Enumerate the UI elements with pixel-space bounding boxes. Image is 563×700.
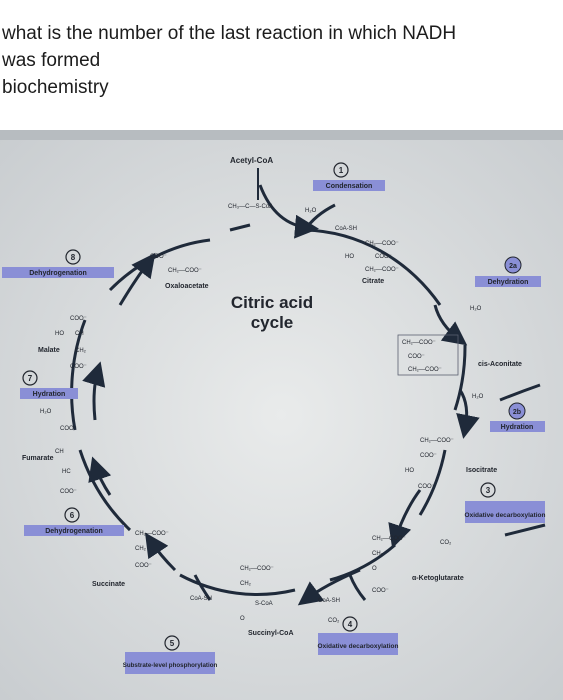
isocitrate-coo: COO⁻ bbox=[420, 453, 437, 459]
isocitrate-coo-bottom: COO⁻ bbox=[418, 484, 435, 490]
oxaloacetate-label: Oxaloacetate bbox=[165, 283, 209, 290]
question-line-1: what is the number of the last reaction … bbox=[2, 23, 457, 44]
ketoglutarate-label: α-Ketoglutarate bbox=[412, 575, 464, 582]
ketoglutarate-coo: COO⁻ bbox=[372, 588, 389, 594]
citrate-coo: COO⁻ bbox=[375, 254, 392, 260]
malate-ch2: CH₂ bbox=[75, 348, 87, 354]
citric-acid-cycle-diagram: Citric acid cycle Acetyl-CoA CH₃—C—S-CoA… bbox=[0, 130, 563, 700]
succinate-ch2: CH₂ bbox=[135, 546, 147, 552]
question-line-3: biochemistry bbox=[2, 77, 109, 98]
question-text: what is the number of the last reaction … bbox=[2, 20, 557, 101]
malate-label: Malate bbox=[38, 347, 60, 354]
malate-ch: CH bbox=[75, 331, 84, 337]
oxaloacetate-o-coo: COO⁻ bbox=[150, 254, 167, 260]
malate-coo-bottom: COO⁻ bbox=[70, 364, 87, 370]
succinyl-o: O bbox=[240, 616, 245, 622]
step-3: 3 Oxidative decarboxylation bbox=[465, 482, 546, 523]
isocitrate-ch2coo: CH₂—COO⁻ bbox=[420, 438, 454, 444]
ketoglutarate-o: O bbox=[372, 566, 377, 572]
malate-ho: HO bbox=[55, 331, 64, 337]
step-2b-name: Hydration bbox=[501, 424, 534, 431]
coa-sh-step1: CoA-SH bbox=[335, 226, 357, 232]
step-8-number: 8 bbox=[71, 253, 76, 262]
h2o-step2b: H₂O bbox=[472, 394, 484, 400]
step-1: 1 Condensation bbox=[313, 162, 385, 191]
h2o-step2a: H₂O bbox=[470, 306, 482, 312]
ketoglutarate-ch2coo: CH₂—COO⁻ bbox=[372, 536, 406, 542]
oxaloacetate-ch2coo: CH₂—COO⁻ bbox=[168, 268, 202, 274]
aconitate-ch-coo: CH₂—COO⁻ bbox=[402, 340, 436, 346]
step-2a-number: 2a bbox=[509, 263, 517, 270]
step-3-number: 3 bbox=[486, 486, 491, 495]
center-title-line-1: Citric acid bbox=[231, 293, 313, 312]
fumarate-coo-bottom: COO⁻ bbox=[60, 489, 77, 495]
isocitrate-ho: HO bbox=[405, 468, 414, 474]
step-4: 4 Oxidative decarboxylation bbox=[318, 616, 399, 655]
coa-sh-step4: CoA-SH bbox=[318, 598, 340, 604]
succinyl-coa-label: Succinyl-CoA bbox=[248, 630, 294, 637]
co2-step3: CO₂ bbox=[440, 540, 452, 546]
citrate-ch2coo-bottom: CH₂—COO⁻ bbox=[365, 267, 399, 273]
step-5: 5 Substrate-level phosphorylation bbox=[123, 635, 218, 674]
step-6-number: 6 bbox=[70, 511, 75, 520]
step-7: 7 Hydration bbox=[20, 370, 78, 399]
step-7-number: 7 bbox=[28, 374, 33, 383]
isocitrate-label: Isocitrate bbox=[466, 467, 497, 474]
step-2a-name: Dehydration bbox=[488, 279, 529, 286]
h2o-step1: H₂O bbox=[305, 208, 317, 214]
fumarate-coo-top: COO⁻ bbox=[60, 426, 77, 432]
step-3-name: Oxidative decarboxylation bbox=[465, 512, 546, 519]
step-2a: 2a Dehydration bbox=[475, 256, 541, 287]
aconitate-coo-1: COO⁻ bbox=[408, 354, 425, 360]
succinyl-s-coa: S-CoA bbox=[255, 601, 273, 607]
succinyl-ch2: CH₂ bbox=[240, 581, 252, 587]
acetyl-coa-formula: CH₃—C—S-CoA bbox=[228, 204, 273, 210]
citrate-ho: HO bbox=[345, 254, 354, 260]
h2o-step7: H₂O bbox=[40, 409, 52, 415]
succinate-label: Succinate bbox=[92, 581, 125, 588]
succinate-ch2coo: CH₂—COO⁻ bbox=[135, 531, 169, 537]
succinyl-ch2coo: CH₂—COO⁻ bbox=[240, 566, 274, 572]
step-1-name: Condensation bbox=[326, 183, 373, 190]
step-1-number: 1 bbox=[339, 166, 344, 175]
malate-coo-top: COO⁻ bbox=[70, 316, 87, 322]
aconitate-coo-2: CH₂—COO⁻ bbox=[408, 367, 442, 373]
step-6: 6 Dehydrogenation bbox=[24, 507, 124, 536]
step-6-name: Dehydrogenation bbox=[45, 528, 103, 535]
ketoglutarate-ch2: CH₂ bbox=[372, 551, 384, 557]
cis-aconitate-label: cis-Aconitate bbox=[478, 361, 522, 368]
step-5-number: 5 bbox=[170, 639, 175, 648]
step-4-name: Oxidative decarboxylation bbox=[318, 643, 399, 650]
step-2b: 2b Hydration bbox=[490, 402, 545, 432]
step-8-name: Dehydrogenation bbox=[29, 270, 87, 277]
succinate-coo: COO⁻ bbox=[135, 563, 152, 569]
question-line-2: was formed bbox=[2, 50, 101, 71]
fumarate-hc: HC bbox=[62, 469, 71, 475]
step-8: 8 Dehydrogenation bbox=[2, 249, 114, 278]
citrate-ch2coo-top: CH₂—COO⁻ bbox=[365, 241, 399, 247]
center-title-line-2: cycle bbox=[251, 313, 294, 332]
step-2b-number: 2b bbox=[513, 409, 521, 416]
acetyl-coa-label: Acetyl-CoA bbox=[230, 156, 273, 165]
citrate-label: Citrate bbox=[362, 278, 384, 285]
step-5-name: Substrate-level phosphorylation bbox=[123, 662, 218, 669]
step-7-name: Hydration bbox=[33, 391, 66, 398]
fumarate-label: Fumarate bbox=[22, 455, 54, 462]
reaction-arrows bbox=[82, 184, 546, 606]
citric-acid-cycle-photo: Citric acid cycle Acetyl-CoA CH₃—C—S-CoA… bbox=[0, 130, 563, 700]
coa-sh-step5: CoA-SH bbox=[190, 596, 212, 602]
fumarate-ch: CH bbox=[55, 449, 64, 455]
co2-step4: CO₂ bbox=[328, 618, 340, 624]
step-4-number: 4 bbox=[348, 620, 353, 629]
